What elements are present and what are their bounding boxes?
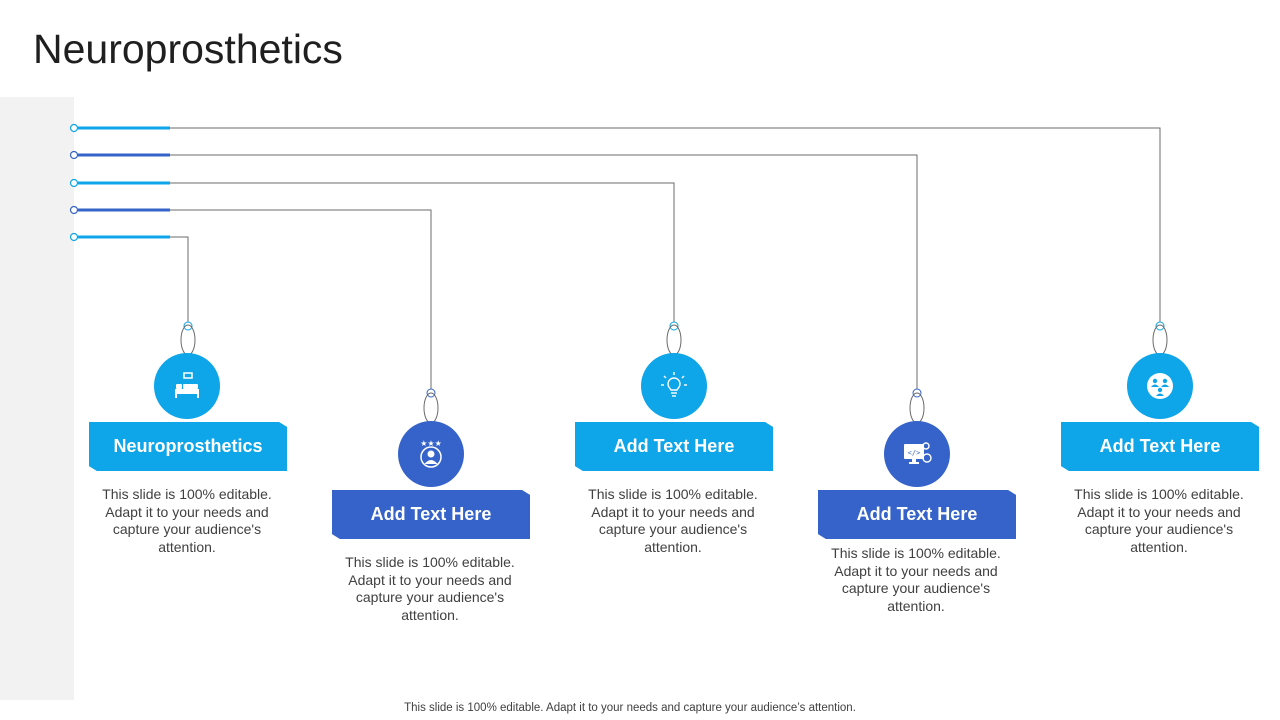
- item-2-description: This slide is 100% editable. Adapt it to…: [345, 554, 515, 623]
- svg-text:★★★: ★★★: [420, 439, 442, 448]
- footer-note: This slide is 100% editable. Adapt it to…: [404, 702, 856, 714]
- code-monitor-icon: </>: [904, 442, 932, 464]
- item-2-circle: ★★★: [398, 421, 464, 487]
- person-rating-icon: ★★★: [420, 439, 442, 468]
- item-2-label: Add Text Here: [332, 490, 530, 539]
- connector-item-1: [69, 232, 196, 356]
- item-3-label: Add Text Here: [575, 422, 773, 471]
- item-1-label: Neuroprosthetics: [89, 422, 287, 471]
- connector-item-5: [69, 123, 1168, 356]
- connector-item-3: [69, 178, 682, 356]
- item-4-description: This slide is 100% editable. Adapt it to…: [831, 545, 1001, 614]
- svg-text:</>: </>: [908, 449, 921, 457]
- brain-bulb-icon: [661, 372, 687, 397]
- item-4-circle: </>: [884, 421, 950, 487]
- item-5-circle: [1127, 353, 1193, 419]
- team-network-icon: [1147, 373, 1173, 399]
- hospital-bed-icon: [175, 372, 199, 398]
- slide-title: Neuroprosthetics: [33, 26, 343, 72]
- item-3-circle: [641, 353, 707, 419]
- item-1-circle: [154, 353, 220, 419]
- connector-item-2: [69, 205, 439, 424]
- item-3-description: This slide is 100% editable. Adapt it to…: [588, 486, 758, 555]
- item-5-label: Add Text Here: [1061, 422, 1259, 471]
- item-1-description: This slide is 100% editable. Adapt it to…: [102, 486, 272, 555]
- side-strip: [0, 97, 74, 700]
- item-5-description: This slide is 100% editable. Adapt it to…: [1074, 486, 1244, 555]
- item-4-label: Add Text Here: [818, 490, 1016, 539]
